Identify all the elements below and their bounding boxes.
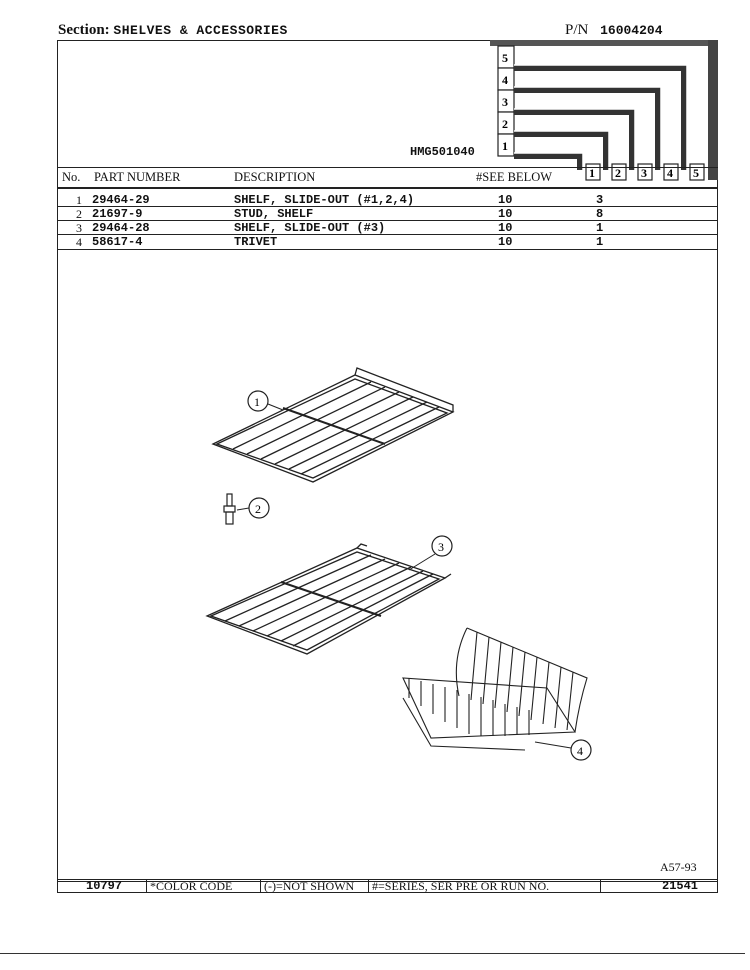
row-rule <box>57 220 718 221</box>
grid-left-4: 4 <box>502 73 508 87</box>
row-series: 10 <box>498 221 513 235</box>
table-header: No. PART NUMBER DESCRIPTION #SEE BELOW <box>58 170 578 188</box>
grid-right-band <box>708 40 718 180</box>
table-row: 1 29464-29 SHELF, SLIDE-OUT (#1,2,4) 10 … <box>72 193 632 207</box>
row-no: 3 <box>76 221 82 235</box>
row-no: 4 <box>76 235 82 249</box>
footer-date-code: 10797 <box>86 879 123 893</box>
stud-illustration <box>223 493 236 525</box>
table-row: 4 58617-4 TRIVET 10 1 <box>72 235 632 249</box>
shelf-illustration-3 <box>205 543 452 655</box>
row-description: SHELF, SLIDE-OUT (#3) <box>234 221 386 235</box>
row-qty: 1 <box>596 221 604 235</box>
grid-bottom-2: 2 <box>615 166 621 180</box>
callout-4-label: 4 <box>577 744 583 758</box>
section-value: SHELVES & ACCESSORIES <box>113 23 288 38</box>
pn-value: 16004204 <box>600 23 663 38</box>
row-no: 1 <box>76 193 82 207</box>
parts-drawing: 1 2 3 <box>205 367 592 761</box>
page-frame <box>57 40 718 882</box>
grid-left-3: 3 <box>502 95 508 109</box>
col-see-below: #SEE BELOW <box>476 170 553 184</box>
grid-left-5: 5 <box>502 51 508 65</box>
row-description: STUD, SHELF <box>234 207 314 221</box>
footer-page-number: 21541 <box>662 879 699 893</box>
row-series: 10 <box>498 207 513 221</box>
footer-series-note: #=SERIES, SER PRE OR RUN NO. <box>372 879 550 893</box>
callout-4: 4 <box>534 739 592 761</box>
trivet-illustration <box>402 627 588 751</box>
row-no: 2 <box>76 207 82 221</box>
row-part-number: 29464-29 <box>92 193 150 207</box>
table-header-rule <box>57 187 718 189</box>
table-row: 2 21697-9 STUD, SHELF 10 8 <box>72 207 632 221</box>
callout-2-label: 2 <box>255 502 261 516</box>
col-part-number: PART NUMBER <box>94 170 181 184</box>
row-rule <box>57 234 718 235</box>
grid-left-1: 1 <box>502 139 508 153</box>
row-rule <box>57 249 718 250</box>
grid-left-2: 2 <box>502 117 508 131</box>
col-description: DESCRIPTION <box>234 170 316 184</box>
row-part-number: 58617-4 <box>92 235 143 249</box>
model-code: HMG501040 <box>410 145 475 159</box>
row-series: 10 <box>498 193 513 207</box>
drawing-number: A57-93 <box>660 860 697 874</box>
series-grid: 5 4 3 2 1 1 2 3 4 5 <box>490 40 718 181</box>
row-qty: 8 <box>596 207 604 221</box>
row-part-number: 29464-28 <box>92 221 150 235</box>
footer-not-shown: (-)=NOT SHOWN <box>264 879 355 893</box>
grid-bottom-5: 5 <box>693 166 699 180</box>
row-rule <box>57 206 718 207</box>
section-title: Section: SHELVES & ACCESSORIES <box>58 22 288 39</box>
grid-bottom-3: 3 <box>641 166 647 180</box>
callout-3-label: 3 <box>438 540 444 554</box>
grid-bottom-boxes <box>585 163 705 181</box>
callout-2: 2 <box>236 497 270 519</box>
row-description: SHELF, SLIDE-OUT (#1,2,4) <box>234 193 415 207</box>
row-description: TRIVET <box>234 235 278 249</box>
row-part-number: 21697-9 <box>92 207 143 221</box>
row-qty: 3 <box>596 193 604 207</box>
col-no: No. <box>62 170 81 184</box>
callout-1: 1 <box>247 390 284 412</box>
grid-staircase <box>514 65 687 170</box>
footer-color-code: *COLOR CODE <box>150 879 233 893</box>
grid-left-boxes <box>497 45 515 157</box>
table-top-rule <box>57 167 718 168</box>
table-row: 3 29464-28 SHELF, SLIDE-OUT (#3) 10 1 <box>72 221 632 235</box>
part-number-header: P/N 16004204 <box>565 22 663 39</box>
grid-bottom-1: 1 <box>589 166 595 180</box>
footer-bar: 10797 *COLOR CODE (-)=NOT SHOWN #=SERIES… <box>57 879 718 893</box>
grid-bottom-4: 4 <box>667 166 673 180</box>
grid-top-band <box>490 40 718 46</box>
shelf-illustration-1 <box>211 367 455 483</box>
pn-label: P/N <box>565 22 589 38</box>
bottom-rule <box>0 953 745 954</box>
callout-3: 3 <box>408 535 453 571</box>
callout-1-label: 1 <box>254 395 260 409</box>
section-label: Section: <box>58 22 110 38</box>
row-series: 10 <box>498 235 513 249</box>
row-qty: 1 <box>596 235 604 249</box>
